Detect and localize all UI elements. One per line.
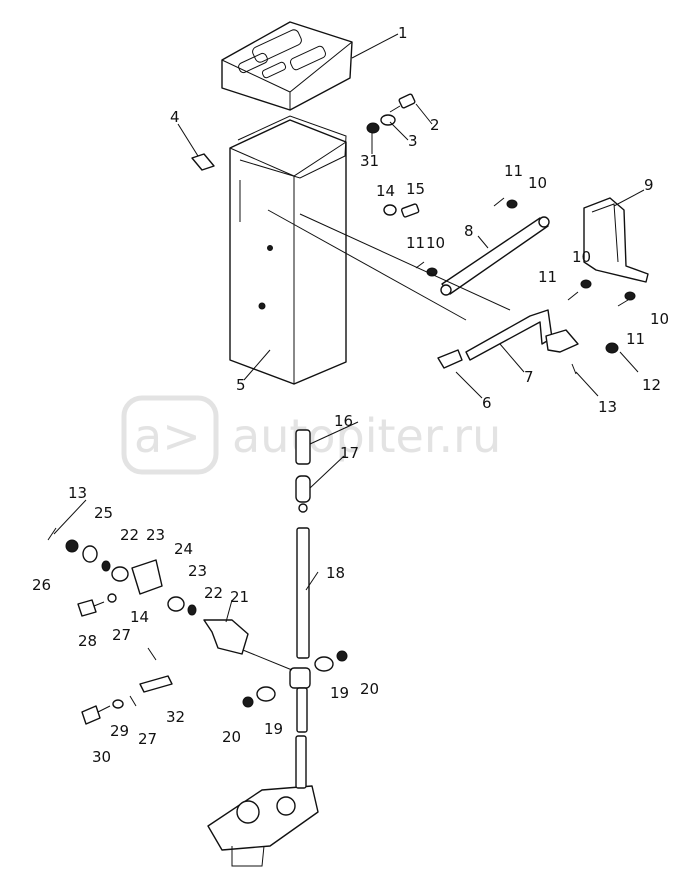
callout-19-a: 19 <box>330 684 349 702</box>
callout-labels: 1 2 3 4 5 6 7 8 9 10 10 10 10 11 11 11 1… <box>32 24 669 766</box>
part-12-nut <box>605 342 619 354</box>
part-23-bushings <box>111 566 185 612</box>
callout-6: 6 <box>482 394 492 412</box>
part-1-cover <box>221 21 353 111</box>
callout-16: 16 <box>334 412 353 430</box>
callout-11-c: 11 <box>538 268 557 286</box>
part-30-bolt <box>81 705 111 725</box>
callout-13-b: 13 <box>68 484 87 502</box>
callout-20-b: 20 <box>222 728 241 746</box>
callout-23-a: 23 <box>146 526 165 544</box>
watermark-logo-text: a> <box>134 409 201 463</box>
callout-14-a: 14 <box>376 182 395 200</box>
callout-13-a: 13 <box>598 398 617 416</box>
part-32-lever <box>139 675 173 693</box>
part-9-bracket <box>583 197 649 283</box>
callout-10-d: 10 <box>650 310 669 328</box>
callout-15: 15 <box>406 180 425 198</box>
part-14-nut-lower <box>107 593 117 603</box>
callout-22-a: 22 <box>120 526 139 544</box>
watermark-text: autopiter.ru <box>232 409 501 463</box>
part-4-clip <box>191 153 215 171</box>
callout-10-b: 10 <box>426 234 445 252</box>
part-26-washer <box>65 539 79 553</box>
valve-base <box>207 735 319 867</box>
part-19-bushings <box>256 656 334 702</box>
callout-3: 3 <box>408 132 418 150</box>
callout-12: 12 <box>642 376 661 394</box>
leader-lines <box>53 33 645 623</box>
callout-28: 28 <box>78 632 97 650</box>
watermark: a> autopiter.ru <box>121 395 501 475</box>
part-28-bolt <box>77 599 105 617</box>
callout-27-b: 27 <box>138 730 157 748</box>
part-7-lever <box>465 309 579 361</box>
callout-20-a: 20 <box>360 680 379 698</box>
callout-1: 1 <box>398 24 408 42</box>
callout-26: 26 <box>32 576 51 594</box>
callout-11-a: 11 <box>504 162 523 180</box>
part-22-spacers <box>101 560 197 616</box>
callout-8: 8 <box>464 222 474 240</box>
callout-22-b: 22 <box>204 584 223 602</box>
callout-5: 5 <box>236 376 246 394</box>
callout-32: 32 <box>166 708 185 726</box>
part-11-pins <box>415 197 629 307</box>
callout-17: 17 <box>340 444 359 462</box>
watermark-logo-box <box>121 395 219 475</box>
part-6-knob <box>437 349 463 369</box>
part-29-washer <box>112 699 124 709</box>
part-21-clevis <box>203 619 249 655</box>
part-8-rod <box>440 216 550 296</box>
part-5-housing <box>229 115 347 385</box>
part-27-pins <box>129 647 157 707</box>
part-13-pin-lower <box>47 527 57 541</box>
part-16-sleeve <box>295 429 311 465</box>
callout-30: 30 <box>92 748 111 766</box>
callout-4: 4 <box>170 108 180 126</box>
callout-31: 31 <box>360 152 379 170</box>
part-2-bolt <box>389 93 416 113</box>
part-3-washer <box>380 114 396 126</box>
callout-9: 9 <box>644 176 654 194</box>
callout-11-d: 11 <box>626 330 645 348</box>
callout-10-c: 10 <box>572 248 591 266</box>
part-25-nut <box>82 545 98 563</box>
part-24-bracket <box>131 559 163 595</box>
callout-10-a: 10 <box>528 174 547 192</box>
part-18-shaft <box>237 527 311 733</box>
callout-18: 18 <box>326 564 345 582</box>
callout-7: 7 <box>524 368 534 386</box>
callout-21: 21 <box>230 588 249 606</box>
part-14-nut-upper <box>383 204 397 216</box>
part-15-bolt-upper <box>400 203 420 218</box>
callout-23-b: 23 <box>188 562 207 580</box>
callout-24: 24 <box>174 540 193 558</box>
callout-29: 29 <box>110 722 129 740</box>
part-17-joint <box>295 475 311 513</box>
callout-14-b: 14 <box>130 608 149 626</box>
part-20-nuts <box>242 650 348 708</box>
callout-27-a: 27 <box>112 626 131 644</box>
callout-19-b: 19 <box>264 720 283 738</box>
callout-25: 25 <box>94 504 113 522</box>
callout-11-b: 11 <box>406 234 425 252</box>
part-13-pin-upper <box>571 363 577 375</box>
callout-2: 2 <box>430 116 440 134</box>
linkage-lines <box>267 209 511 321</box>
part-31-nut <box>366 122 380 134</box>
